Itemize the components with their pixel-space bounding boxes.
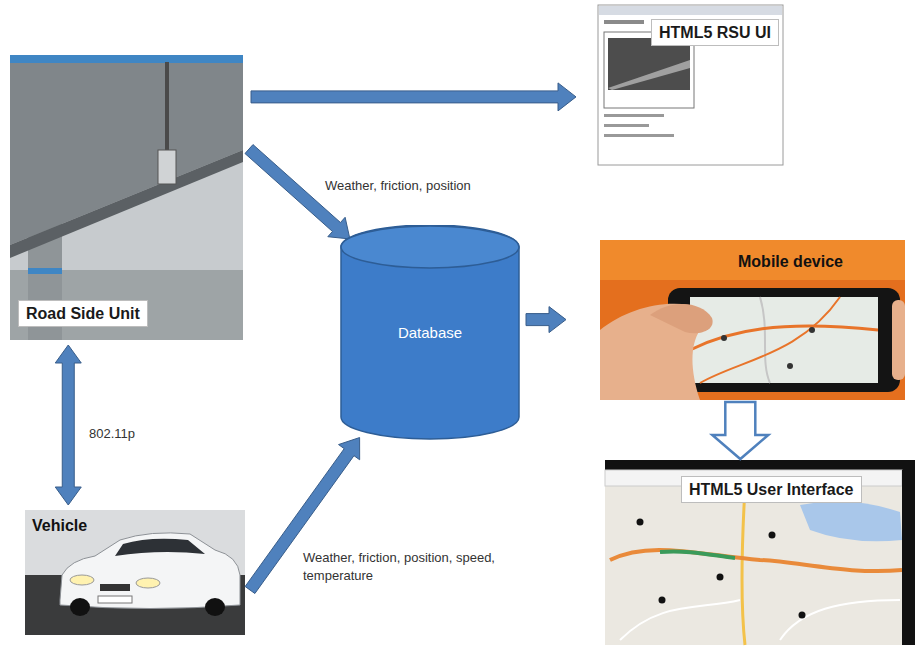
map-ground [605,460,915,645]
node-label: HTML5 RSU UI [651,19,779,46]
background [600,240,905,400]
screenshot-node: HTML5 User Interface [605,460,915,645]
sensor-pole [165,62,169,154]
label-anchor: Weather, friction, position, speed, temp… [300,548,540,585]
headlight [70,575,94,585]
block-arrow [526,307,566,333]
database-cylinder: Database [340,225,520,440]
node-label: Road Side Unit [18,300,148,327]
hollow-arrow [712,402,768,459]
wheel [205,598,225,616]
status-bar [605,460,915,470]
roadside-unit-node: Road Side Unit [10,55,243,340]
road-stripe [608,60,690,90]
edge-label: Weather, friction, position [322,176,474,196]
rsu-ui-screenshot [598,5,783,165]
number-plate [98,596,132,603]
map-marker [721,335,727,341]
minor-road [780,600,900,640]
cylinder-shape [340,225,520,440]
map-marker [717,574,724,581]
bridge-deck [10,55,243,245]
sensor-box [158,150,176,184]
text-line [604,134,674,137]
image-frame [604,32,694,108]
headlight [136,578,160,588]
phone-body [668,288,900,392]
text-line [604,124,649,127]
map-marker [637,519,644,526]
map-marker [769,532,776,539]
cylinder-top [341,226,519,268]
car-body [60,533,240,609]
road [610,550,902,571]
block-arrow [251,83,576,111]
user-interface-screenshot [605,460,915,645]
block-arrow [55,345,81,505]
window [598,5,783,165]
sky [10,55,243,340]
label-anchor: Weather, friction, position [322,176,532,196]
tool-bar [605,470,902,486]
text-line [604,20,644,24]
cylinder-body [341,225,519,439]
mobile-device-photo [600,240,905,400]
bridge-railing [10,55,243,63]
minor-road [620,600,740,640]
camera-image [608,38,690,90]
label-anchor: 802.11p [86,424,206,444]
vehicle-node: Vehicle [25,510,245,635]
sky [25,510,245,635]
vehicle-photo [25,510,245,635]
node-label: Vehicle [29,514,90,537]
map-marker [787,363,793,369]
fingers [892,300,905,380]
windshield [115,539,205,556]
roadside-unit-photo [10,55,243,340]
wheel [70,598,90,616]
map-marker [799,612,806,619]
road-segment [660,552,735,558]
side-bar [902,470,915,645]
block-arrow [245,438,360,594]
text-line [604,114,664,117]
edge-label: 802.11p [86,424,138,444]
cylinder-label: Database [398,324,462,342]
block-arrow [245,145,350,239]
pillar-band [28,268,62,274]
map-marker [659,597,666,604]
map-marker [809,327,815,333]
map-road [700,297,840,383]
device-node: Mobile device [600,240,905,400]
title-bar [599,6,782,15]
bridge-underside [10,150,243,258]
grille [100,584,130,591]
background-light [600,240,905,280]
edge-label: Weather, friction, position, speed, temp… [300,548,540,585]
screenshot-node: HTML5 RSU UI [598,5,783,165]
thumb [650,304,713,333]
map-road [760,297,770,383]
phone-screen [690,297,878,383]
road [742,488,745,645]
water [800,501,902,541]
node-label: HTML5 User Interface [681,476,862,503]
node-label: Mobile device [735,250,846,273]
